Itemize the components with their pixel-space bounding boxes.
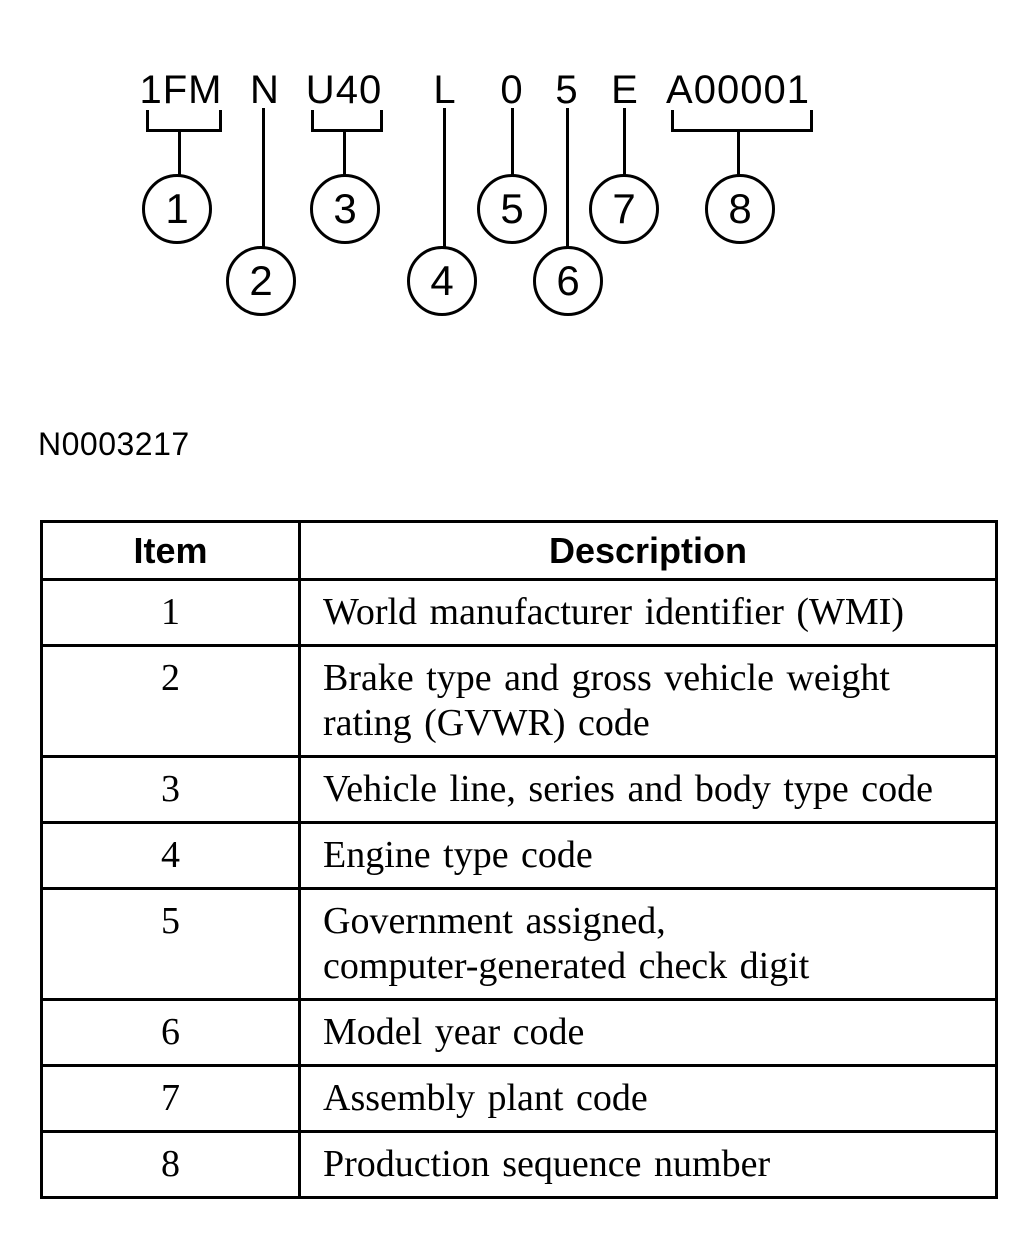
- item-number: 8: [40, 1130, 301, 1199]
- connector-line-7: [623, 108, 626, 175]
- connector-line-3: [343, 132, 346, 175]
- connector-line-6: [566, 108, 569, 247]
- callout-circle-4: 4: [407, 246, 477, 316]
- item-number: 7: [40, 1064, 301, 1133]
- connector-line-8: [737, 132, 740, 175]
- vin-segment-vehicle-line: U40: [305, 68, 383, 112]
- table-row: 1 World manufacturer identifier (WMI): [40, 578, 998, 647]
- table-row: 4 Engine type code: [40, 821, 998, 890]
- vin-segment-assembly-plant: E: [611, 68, 639, 112]
- item-number: 6: [40, 998, 301, 1067]
- item-number: 1: [40, 578, 301, 647]
- item-description: Brake type and gross vehicle weight rati…: [298, 644, 998, 758]
- item-description: Engine type code: [298, 821, 998, 890]
- connector-line-4: [443, 108, 446, 247]
- bracket-vehicle-line: [311, 110, 383, 132]
- vin-segment-wmi: 1FM: [139, 68, 223, 112]
- item-description: Vehicle line, series and body type code: [298, 755, 998, 824]
- table-row: 6 Model year code: [40, 998, 998, 1067]
- table-row: 8 Production sequence number: [40, 1130, 998, 1199]
- item-description: Production sequence number: [298, 1130, 998, 1199]
- callout-circle-6: 6: [533, 246, 603, 316]
- callout-circle-5: 5: [477, 174, 547, 244]
- connector-line-2: [262, 108, 265, 247]
- callout-circle-7: 7: [589, 174, 659, 244]
- vin-segment-model-year: 5: [555, 68, 579, 112]
- callout-circle-3: 3: [310, 174, 380, 244]
- vin-segment-sequence: A00001: [666, 68, 810, 112]
- item-number: 2: [40, 644, 301, 758]
- table-header-item: Item: [40, 520, 301, 581]
- connector-line-1: [178, 132, 181, 175]
- table-header-description: Description: [298, 520, 998, 581]
- callout-circle-8: 8: [705, 174, 775, 244]
- connector-line-5: [511, 108, 514, 175]
- item-description: Government assigned, computer-generated …: [298, 887, 998, 1001]
- item-description: Model year code: [298, 998, 998, 1067]
- table-header-row: Item Description: [40, 520, 998, 581]
- vin-segment-brake-gvwr: N: [250, 68, 280, 112]
- callout-circle-2: 2: [226, 246, 296, 316]
- item-description: World manufacturer identifier (WMI): [298, 578, 998, 647]
- bracket-sequence: [671, 110, 813, 132]
- bracket-wmi: [146, 110, 222, 132]
- item-number: 5: [40, 887, 301, 1001]
- vin-item-table: Item Description 1 World manufacturer id…: [40, 520, 998, 1199]
- item-description: Assembly plant code: [298, 1064, 998, 1133]
- table-row: 2 Brake type and gross vehicle weight ra…: [40, 644, 998, 758]
- callout-circle-1: 1: [142, 174, 212, 244]
- figure-label: N0003217: [38, 426, 190, 462]
- item-number: 3: [40, 755, 301, 824]
- table-row: 5 Government assigned, computer-generate…: [40, 887, 998, 1001]
- table-row: 7 Assembly plant code: [40, 1064, 998, 1133]
- vin-segment-engine: L: [433, 68, 457, 112]
- vin-segment-check-digit: 0: [500, 68, 524, 112]
- table-row: 3 Vehicle line, series and body type cod…: [40, 755, 998, 824]
- item-number: 4: [40, 821, 301, 890]
